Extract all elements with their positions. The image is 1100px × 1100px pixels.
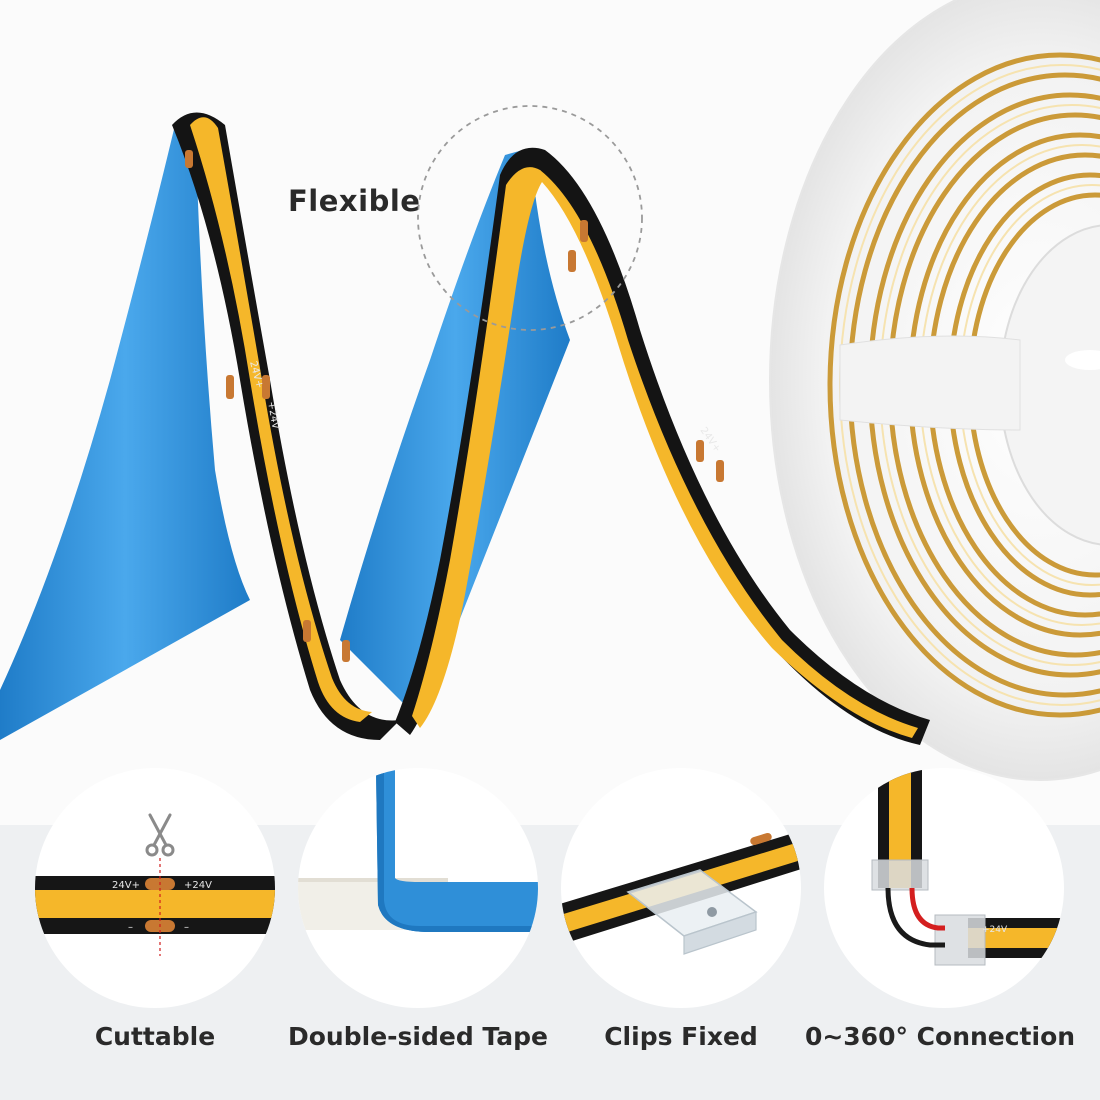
cut-mark-negative: – bbox=[128, 922, 133, 933]
led-strip-ribbon: 24V+ +24V 24V+ bbox=[0, 112, 930, 745]
feature-label-connection: 0~360° Connection bbox=[804, 1022, 1076, 1051]
cut-mark-negative-2: – bbox=[184, 922, 189, 933]
scissors-icon bbox=[145, 813, 175, 857]
flexible-highlight-circle bbox=[417, 105, 643, 331]
cut-mark-positive-alt: +24V bbox=[184, 880, 212, 891]
flexible-label: Flexible bbox=[288, 184, 421, 218]
feature-circle-clips bbox=[561, 768, 801, 1008]
strip-reel bbox=[769, 0, 1100, 781]
feature-circle-tape bbox=[298, 768, 538, 1008]
feature-circle-connection: +24V bbox=[824, 768, 1064, 1008]
cut-mark-positive: 24V+ bbox=[112, 880, 140, 891]
feature-label-cuttable: Cuttable bbox=[94, 1022, 216, 1051]
feature-label-tape: Double-sided Tape bbox=[288, 1022, 548, 1051]
feature-label-clips: Clips Fixed bbox=[604, 1022, 758, 1051]
feature-circle-cuttable: 24V+ +24V – – bbox=[35, 768, 275, 1008]
strip-mark-positive-alt: +24V bbox=[265, 401, 281, 431]
connector-mark-positive: +24V bbox=[982, 925, 1008, 935]
